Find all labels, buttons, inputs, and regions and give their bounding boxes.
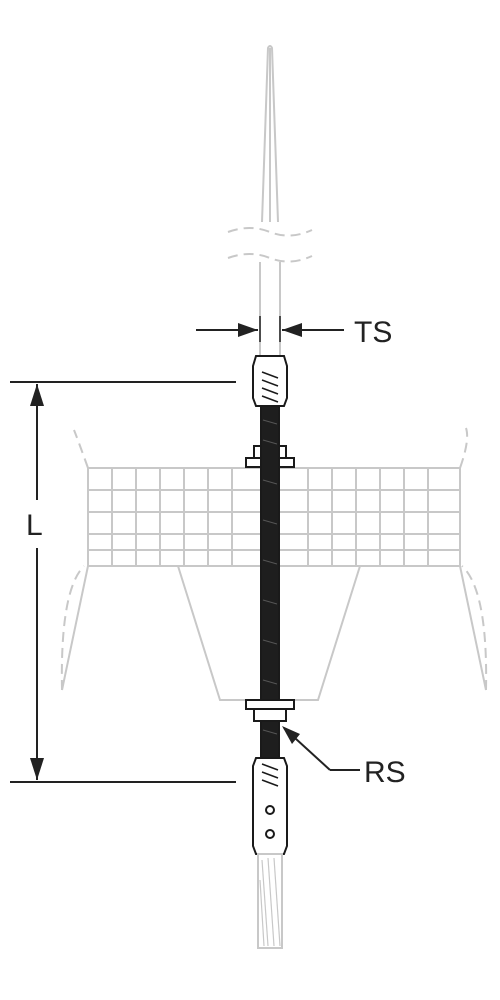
base-cable bbox=[257, 853, 283, 949]
top-coupler-thread bbox=[261, 371, 279, 403]
top-coupler bbox=[252, 355, 288, 407]
l-label: L bbox=[26, 509, 43, 542]
rs-label: RS bbox=[364, 756, 406, 789]
ts-arrow-left bbox=[238, 323, 258, 337]
threaded-rod-ticks bbox=[262, 419, 278, 735]
roof-break-marks bbox=[60, 427, 488, 691]
bottom-connector-thread bbox=[261, 763, 279, 787]
bottom-connector-screw-lower bbox=[265, 829, 275, 839]
rs-arrow bbox=[282, 726, 300, 744]
roof-slope-left bbox=[61, 565, 89, 691]
bottom-connector-screw-upper bbox=[265, 805, 275, 815]
break-marks-upper bbox=[227, 227, 313, 263]
lower-flange-plate bbox=[245, 699, 295, 710]
roof-slope-right bbox=[459, 565, 487, 691]
air-terminal-shaft bbox=[259, 262, 281, 355]
lower-flange bbox=[245, 699, 295, 722]
air-terminal bbox=[261, 45, 279, 223]
l-dimension bbox=[10, 381, 236, 783]
roof-grid-verticals bbox=[111, 468, 429, 566]
bottom-connector bbox=[252, 757, 288, 855]
ts-label: TS bbox=[354, 316, 392, 349]
l-arrow-bottom bbox=[30, 758, 44, 780]
base-cable-outline bbox=[257, 853, 283, 949]
ts-arrow-right bbox=[282, 323, 302, 337]
top-coupler-hex bbox=[252, 355, 288, 407]
base-cable-strands bbox=[259, 857, 281, 947]
rs-callout: RS bbox=[282, 726, 406, 789]
l-arrow-top bbox=[30, 384, 44, 406]
lower-flange-nut bbox=[253, 708, 287, 722]
air-terminal-spike bbox=[261, 45, 279, 223]
ts-dimension: TS bbox=[196, 316, 392, 349]
